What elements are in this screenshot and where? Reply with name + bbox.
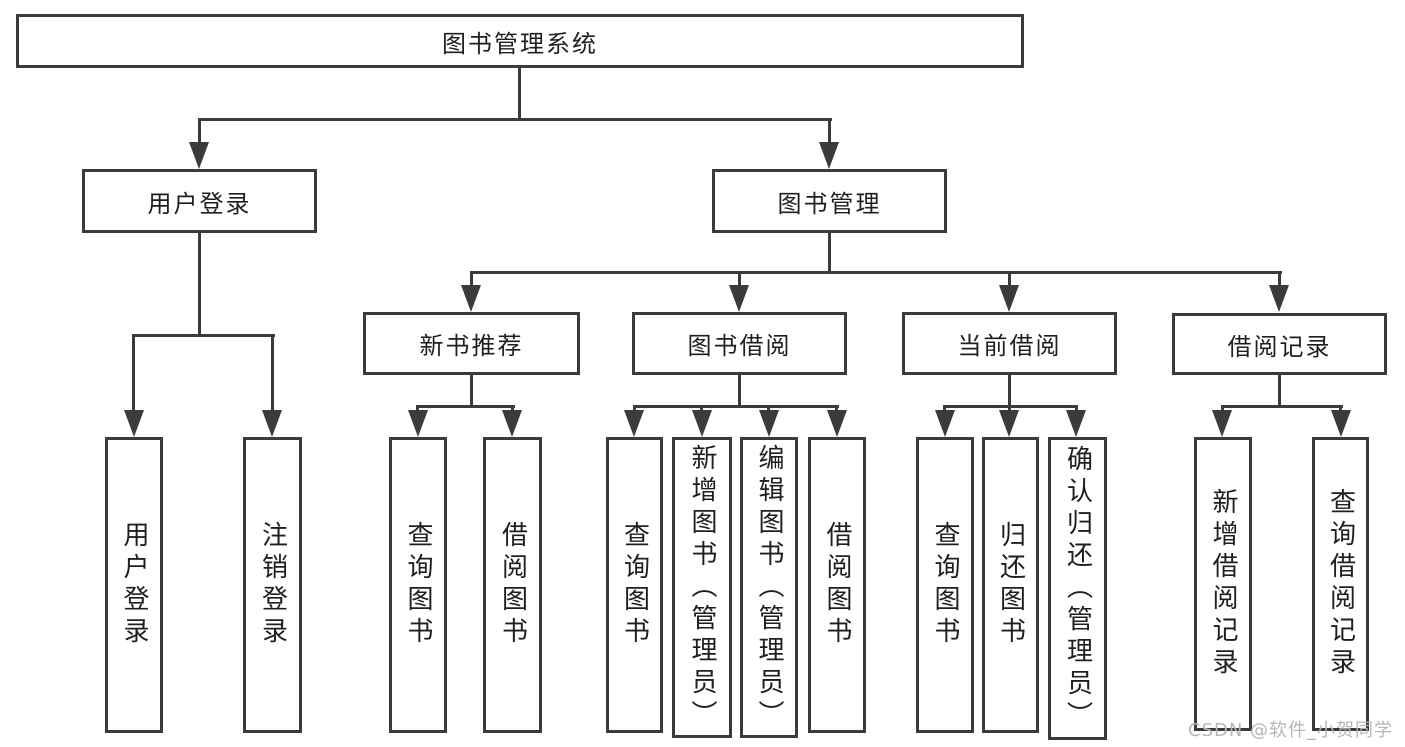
arrowhead-down-icon xyxy=(1331,410,1351,437)
connector-line xyxy=(470,271,1282,274)
node-user-login: 用户登录 xyxy=(82,169,317,233)
arrowhead-down-icon xyxy=(692,410,712,437)
arrowhead-down-icon xyxy=(1269,285,1289,312)
arrowhead-down-icon xyxy=(819,142,839,169)
leaf-query-borrow-record: 查询借阅记录 xyxy=(1312,437,1369,731)
leaf-add-borrow-record-label: 新增借阅记录 xyxy=(1208,488,1238,680)
leaf-query-books-current: 查询图书 xyxy=(916,437,974,733)
connector-line xyxy=(416,405,515,408)
node-current-borrow-label: 当前借阅 xyxy=(957,332,1062,360)
leaf-query-books-borrow-label: 查询图书 xyxy=(619,521,650,649)
leaf-borrow-books-recommend-label: 借阅图书 xyxy=(497,521,528,649)
node-new-book-recommend-label: 新书推荐 xyxy=(419,332,524,360)
node-current-borrow: 当前借阅 xyxy=(902,312,1117,375)
arrowhead-down-icon xyxy=(1212,410,1232,437)
leaf-borrow-books-2: 借阅图书 xyxy=(808,437,866,733)
connector-line xyxy=(738,375,741,408)
arrowhead-down-icon xyxy=(729,285,749,312)
connector-line xyxy=(1278,271,1281,289)
node-borrow-records-label: 借阅记录 xyxy=(1227,332,1332,361)
node-new-book-recommend: 新书推荐 xyxy=(363,312,580,375)
connector-line xyxy=(132,334,135,414)
leaf-add-book-admin: 新增图书（管理员） xyxy=(672,437,732,738)
leaf-user-login: 用户登录 xyxy=(105,437,163,733)
arrowhead-down-icon xyxy=(408,410,428,437)
leaf-logout-label: 注销登录 xyxy=(257,521,288,649)
arrowhead-down-icon xyxy=(624,410,644,437)
leaf-query-books-current-label: 查询图书 xyxy=(930,521,960,649)
connector-line xyxy=(828,118,831,150)
arrowhead-down-icon xyxy=(999,410,1019,437)
connector-line xyxy=(828,233,831,274)
leaf-query-books-recommend-label: 查询图书 xyxy=(403,521,433,649)
arrowhead-down-icon xyxy=(827,410,847,437)
arrowhead-down-icon xyxy=(759,410,779,437)
connector-line xyxy=(1278,375,1281,408)
leaf-logout: 注销登录 xyxy=(243,437,302,733)
leaf-add-book-admin-label: 新增图书（管理员） xyxy=(687,443,717,732)
node-user-login-label: 用户登录 xyxy=(147,189,252,218)
connector-line xyxy=(470,271,473,289)
leaf-query-borrow-record-label: 查询借阅记录 xyxy=(1325,488,1356,680)
arrowhead-down-icon xyxy=(1066,410,1086,437)
node-book-management: 图书管理 xyxy=(712,169,947,233)
leaf-query-books-borrow: 查询图书 xyxy=(606,437,663,733)
arrowhead-down-icon xyxy=(189,142,209,169)
leaf-edit-book-admin: 编辑图书（管理员） xyxy=(740,437,798,738)
connector-line xyxy=(271,334,274,414)
arrowhead-down-icon xyxy=(461,285,481,312)
arrowhead-down-icon xyxy=(935,410,955,437)
connector-line xyxy=(470,375,473,408)
connector-line xyxy=(738,271,741,289)
leaf-confirm-return-admin-label: 确认归还（管理员） xyxy=(1062,444,1093,733)
node-borrow-records: 借阅记录 xyxy=(1172,313,1387,375)
leaf-borrow-books-recommend: 借阅图书 xyxy=(483,437,542,733)
csdn-watermark: CSDN @软件_小贺同学 xyxy=(1188,720,1394,741)
node-book-borrow-label: 图书借阅 xyxy=(687,332,792,360)
connector-line xyxy=(1221,405,1343,408)
leaf-borrow-books-2-label: 借阅图书 xyxy=(822,521,852,649)
connector-line xyxy=(198,233,201,336)
leaf-edit-book-admin-label: 编辑图书（管理员） xyxy=(754,443,784,732)
leaf-confirm-return-admin: 确认归还（管理员） xyxy=(1048,437,1107,740)
connector-line xyxy=(633,405,839,408)
arrowhead-down-icon xyxy=(262,410,282,437)
connector-line xyxy=(1008,375,1011,408)
leaf-query-books-recommend: 查询图书 xyxy=(389,437,447,733)
connector-line xyxy=(198,118,201,150)
connector-line xyxy=(198,118,832,121)
connector-line xyxy=(518,68,521,121)
connector-line xyxy=(132,334,275,337)
leaf-return-book-label: 归还图书 xyxy=(995,521,1026,649)
leaf-return-book: 归还图书 xyxy=(982,437,1039,733)
leaf-user-login-label: 用户登录 xyxy=(119,521,149,649)
node-root: 图书管理系统 xyxy=(16,14,1024,68)
arrowhead-down-icon xyxy=(124,410,144,437)
node-book-borrow: 图书借阅 xyxy=(632,312,847,375)
node-root-label: 图书管理系统 xyxy=(442,29,598,58)
arrowhead-down-icon xyxy=(999,285,1019,312)
arrowhead-down-icon xyxy=(502,410,522,437)
connector-line xyxy=(1008,271,1011,289)
leaf-add-borrow-record: 新增借阅记录 xyxy=(1194,437,1252,731)
node-book-management-label: 图书管理 xyxy=(777,189,882,218)
